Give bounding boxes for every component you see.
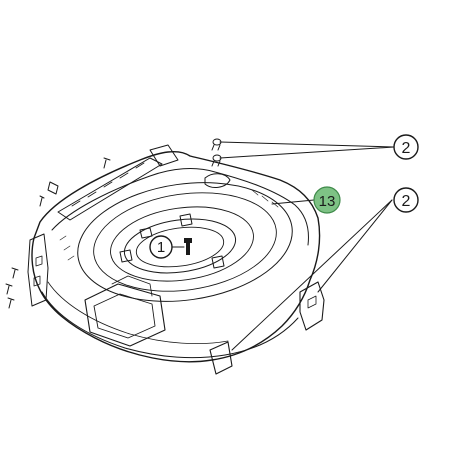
callout-2b: 2 xyxy=(393,187,419,213)
mower-deck xyxy=(27,144,325,375)
screw-icon xyxy=(7,297,15,309)
screw-icon xyxy=(11,267,19,279)
screw-icon xyxy=(39,195,45,207)
callout-2b-label: 2 xyxy=(402,193,411,210)
screw-icon xyxy=(47,181,59,195)
spindle-bolt-icon xyxy=(184,238,192,255)
bolt-icon xyxy=(211,138,222,151)
loose-hardware xyxy=(5,138,222,309)
callout-13: 13 xyxy=(313,186,341,214)
callout-1-label: 1 xyxy=(157,239,165,256)
callout-1: 1 xyxy=(149,235,173,259)
leader-lines xyxy=(171,141,395,351)
callout-2a: 2 xyxy=(393,134,419,160)
callout-2a-label: 2 xyxy=(402,140,411,157)
screw-icon xyxy=(103,157,111,169)
callout-13-label: 13 xyxy=(319,193,336,210)
screw-icon xyxy=(5,283,13,295)
bolt-icon xyxy=(211,154,222,167)
